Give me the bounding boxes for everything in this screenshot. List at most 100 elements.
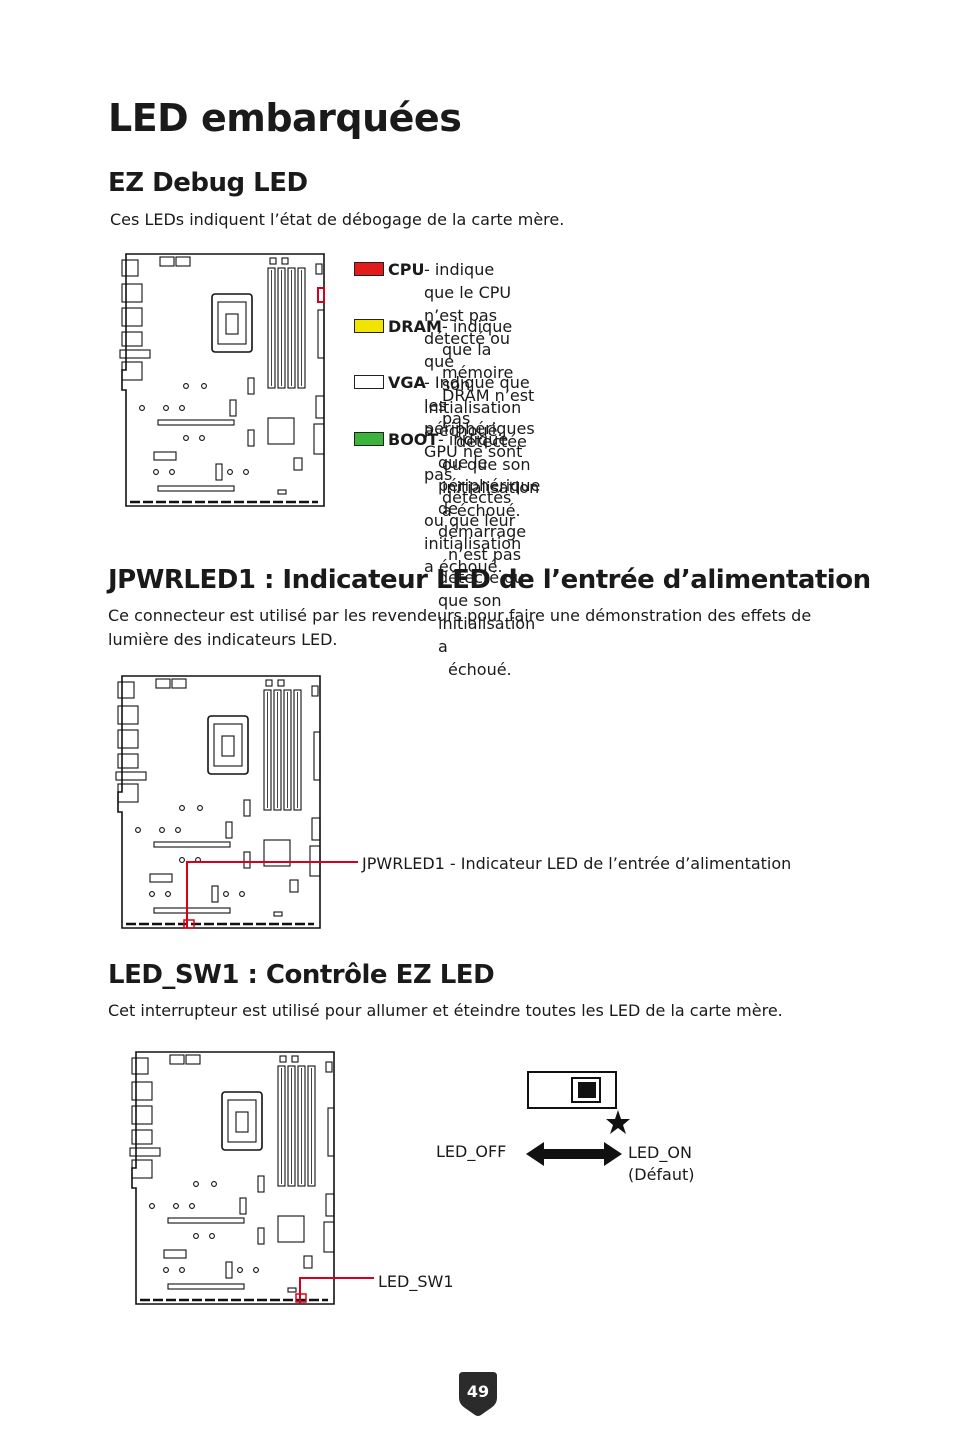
header [281, 257, 289, 265]
standoff [139, 405, 145, 411]
led-on-label: LED_ON [628, 1143, 692, 1162]
rear-io-port [131, 1159, 153, 1179]
cpu-socket [221, 1091, 263, 1151]
motherboard-diagram-1 [119, 253, 325, 507]
header [163, 1249, 187, 1259]
standoff [153, 469, 159, 475]
header [243, 851, 251, 869]
standoff [239, 891, 245, 897]
standoff [179, 1267, 185, 1273]
header [303, 1255, 313, 1269]
led-on-default-label: (Défaut) [628, 1165, 695, 1184]
led-sw-intro: Cet interrupteur est utilisé pour allume… [108, 1001, 783, 1020]
boot-led-swatch [354, 432, 384, 446]
rear-io-port [119, 349, 151, 359]
cpu-socket-core [225, 313, 239, 335]
header [159, 256, 175, 267]
jpwrled1-highlight [183, 919, 195, 929]
header [247, 429, 255, 447]
cpu-socket-core [221, 735, 235, 757]
rear-io-port [121, 307, 143, 327]
pcie-slot [167, 1217, 245, 1224]
header [155, 678, 171, 689]
switch-knob [578, 1082, 596, 1098]
dimm-slot [307, 1065, 316, 1187]
rear-io-port [131, 1129, 153, 1145]
m2-slot [215, 463, 223, 481]
header [247, 377, 255, 395]
double-arrow-icon [526, 1142, 622, 1166]
standoff [169, 469, 175, 475]
cpu-socket-core [235, 1111, 249, 1133]
page-number-badge [459, 1372, 497, 1416]
header [289, 879, 299, 893]
header [171, 678, 187, 689]
atx-power [327, 1107, 335, 1157]
header [153, 451, 177, 461]
dimm-slot [277, 1065, 286, 1187]
cpu-socket-inner [217, 301, 247, 345]
dimm-slot [297, 267, 306, 389]
standoff [189, 1203, 195, 1209]
pcie-slot [157, 485, 235, 492]
standoff [159, 827, 165, 833]
dimm-slot [267, 267, 276, 389]
cpu-socket-inner [213, 723, 243, 767]
m2-slot [225, 1261, 233, 1279]
header [185, 1054, 201, 1065]
rear-io-port [117, 729, 139, 749]
chipset [267, 417, 295, 445]
header [265, 679, 273, 687]
standoff [149, 1203, 155, 1209]
m2-slot [229, 399, 237, 417]
chipset [263, 839, 291, 867]
ez-debug-led-highlight [317, 287, 325, 303]
header [269, 257, 277, 265]
header [325, 1061, 333, 1073]
vga-led-swatch [354, 375, 384, 389]
header [291, 1055, 299, 1063]
header [257, 1227, 265, 1245]
rear-io-port [121, 259, 139, 277]
standoff [163, 1267, 169, 1273]
sata [313, 423, 325, 455]
header [273, 911, 283, 917]
standoff [223, 891, 229, 897]
rear-io-port [117, 783, 139, 803]
sata [315, 395, 325, 419]
header [311, 685, 319, 697]
sata [311, 817, 321, 841]
switch-diagram [526, 1071, 630, 1166]
standoff [227, 469, 233, 475]
rear-io-port [131, 1081, 153, 1101]
standoff [199, 435, 205, 441]
cpu-led-swatch [354, 262, 384, 276]
standoff [211, 1181, 217, 1187]
standoff [179, 857, 185, 863]
motherboard-diagram-3 [129, 1051, 335, 1305]
sata [323, 1221, 335, 1253]
standoff [209, 1233, 215, 1239]
m2-slot [211, 885, 219, 903]
standoff [149, 891, 155, 897]
header [149, 873, 173, 883]
chipset [277, 1215, 305, 1243]
pcie-slot [153, 841, 231, 848]
standoff [179, 805, 185, 811]
header [277, 489, 287, 495]
rear-io-port [131, 1057, 149, 1075]
rear-io-port [117, 681, 135, 699]
led-off-label: LED_OFF [436, 1142, 507, 1161]
sata [325, 1193, 335, 1217]
header [293, 457, 303, 471]
m2-slot [239, 1197, 247, 1215]
rear-io-port [117, 753, 139, 769]
cpu-socket [207, 715, 249, 775]
dimm-slot [293, 689, 302, 811]
dimm-slot [277, 267, 286, 389]
standoff [193, 1181, 199, 1187]
standoff [183, 435, 189, 441]
cpu-socket-inner [227, 1099, 257, 1143]
header [169, 1054, 185, 1065]
standoff [173, 1203, 179, 1209]
